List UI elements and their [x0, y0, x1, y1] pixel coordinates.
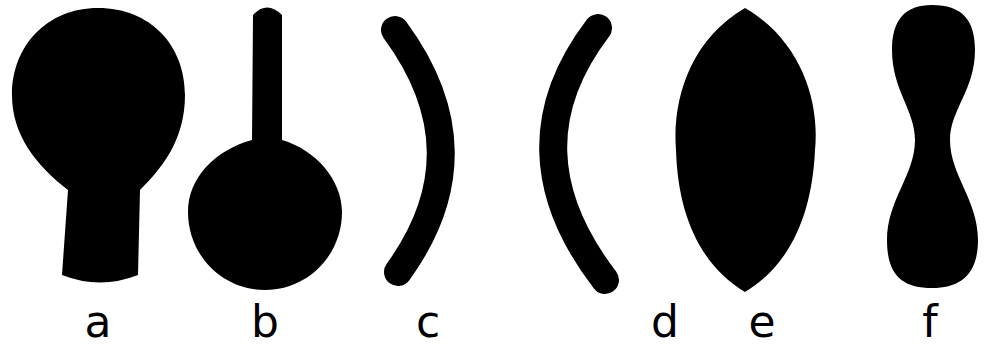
shape-f — [887, 5, 978, 288]
figure-letter: e — [748, 300, 775, 344]
shape-b — [188, 8, 342, 291]
shape-e — [675, 8, 815, 292]
figure-letter: b — [251, 300, 279, 344]
figure-letter: f — [922, 300, 938, 344]
shape-a — [12, 8, 185, 283]
figure-letter: a — [85, 300, 112, 344]
figure-letter: c — [416, 300, 440, 344]
shape-d — [553, 28, 605, 280]
figure-letter: d — [651, 300, 679, 344]
shape-c — [395, 30, 441, 272]
